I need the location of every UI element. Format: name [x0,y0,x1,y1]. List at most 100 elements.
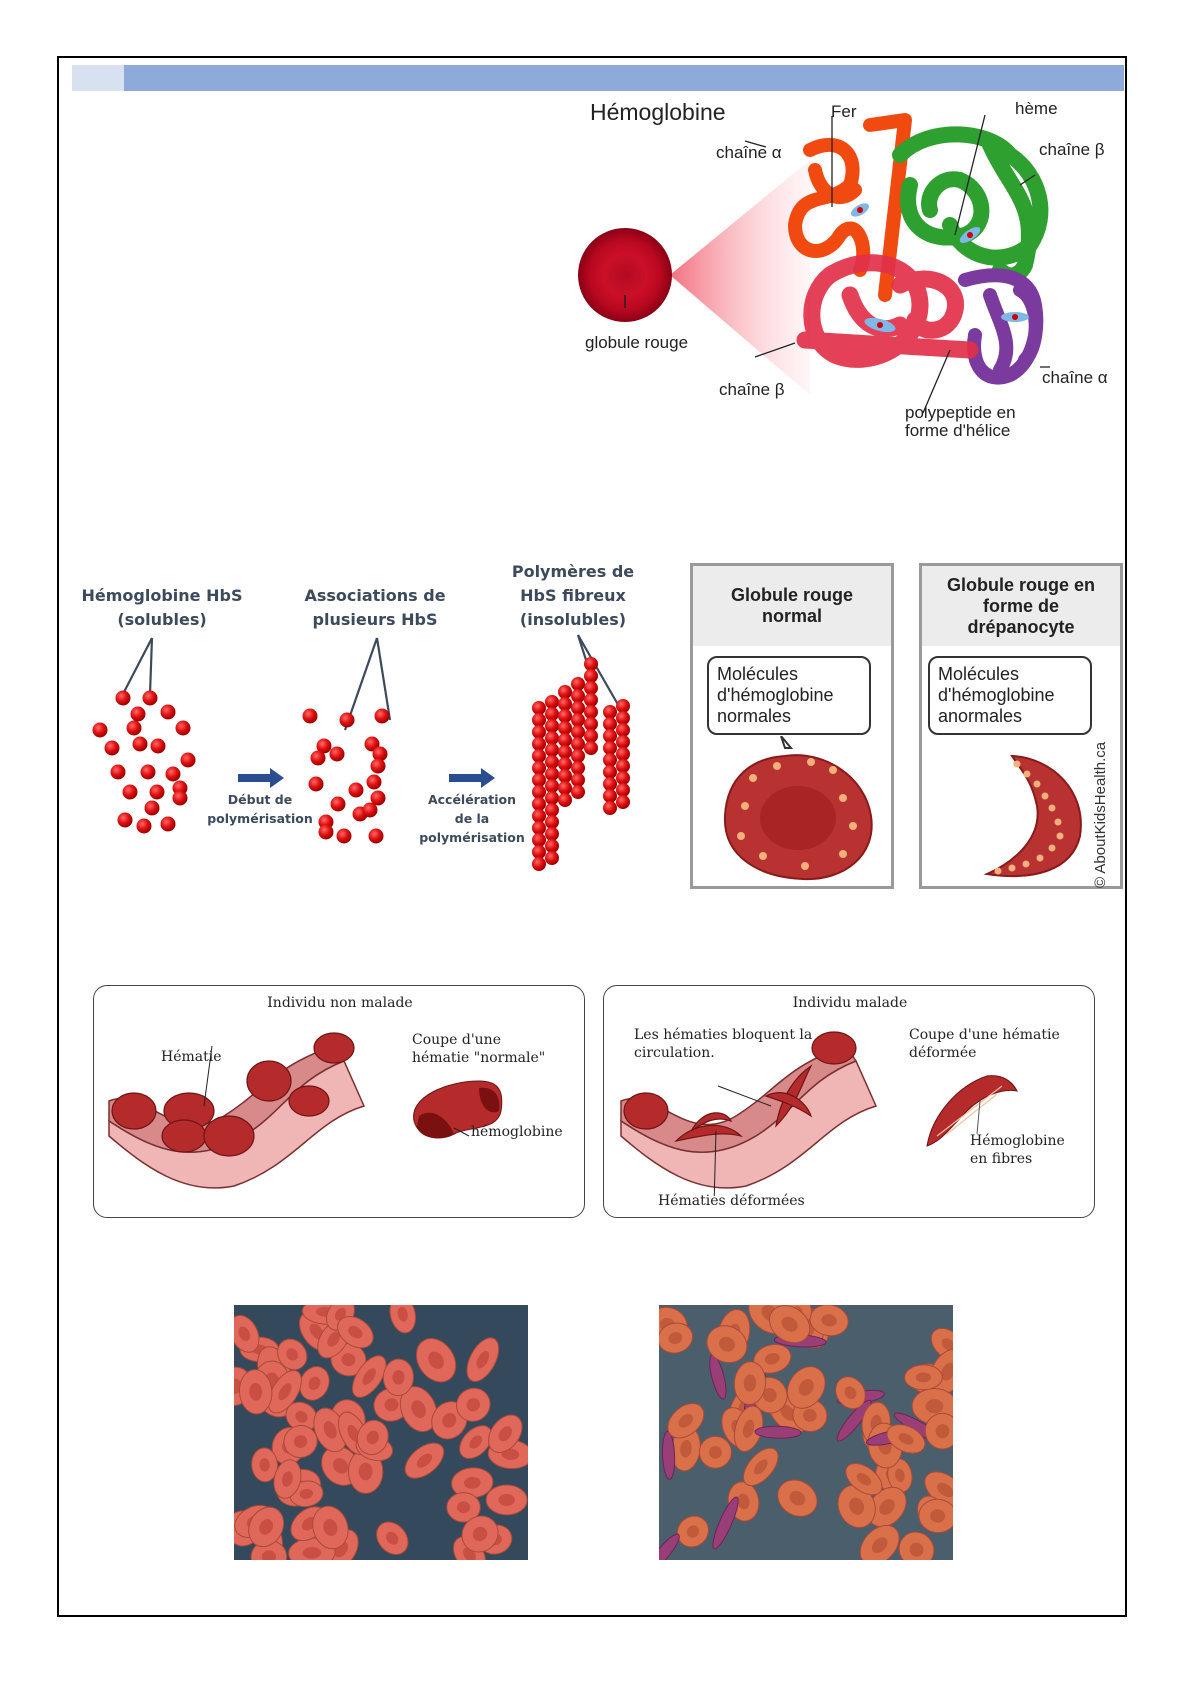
arrow1-caption-line1: Début de [227,792,293,807]
stage2-title-line2: plusieurs HbS [312,610,438,629]
coupe-normale-line1: Coupe d'une [412,1032,501,1048]
sickle-cell-bubble: Molécules d'hémoglobine anormales [928,656,1092,735]
hbs-fibre-molecule [558,733,572,747]
label-chain-alpha-top: chaîne α [716,143,782,162]
normal-cell-title-line2: normal [761,606,822,626]
sickle-bubble-line2: d'hémoglobine [938,685,1055,705]
arrow2-caption-line1: Accélération [427,792,517,807]
hbs-molecule [92,722,108,738]
hbs-fibre-molecule [603,801,617,815]
hbs-fibre-molecule [545,779,559,793]
hbs-fibre-molecule [616,783,630,797]
hbs-fibre-molecule [571,737,585,751]
arrow2-caption: Accélération de la polymérisation [412,790,532,847]
hbs-fibre-molecule [545,707,559,721]
label-coupe-deformee: Coupe d'une hématie déformée [909,1026,1060,1062]
sickle-cell-title-line1: Globule rouge en [946,574,1095,595]
copyright-notice: © AboutKidsHealth.ca [1092,741,1109,888]
hbs-fibre-molecule [616,759,630,773]
hbs-fibre-molecule [545,719,559,733]
chain-alpha-bottom-shape [958,268,1044,385]
page-border [57,56,1127,1617]
hbs-molecule [122,784,138,800]
hbs-molecule [302,708,318,724]
hbs-fibre-molecule [571,689,585,703]
hbs-molecule [368,828,384,844]
hbs-fibre-molecule [571,761,585,775]
hbs-molecule [308,776,324,792]
stage2-title-line1: Associations de [304,586,446,605]
block-line1: Les hématies bloquent la [634,1027,813,1043]
hbs-fibre-molecule [616,723,630,737]
hbs-fibre-molecule [584,705,598,719]
label-chain-beta-bottom: chaîne β [719,380,785,399]
label-hemoglobine-fibres: Hémoglobine en fibres [970,1132,1065,1168]
hbs-molecule [132,736,148,752]
hbs-fibre-molecule [545,839,559,853]
hbs-molecule [329,746,345,762]
sickle-cell [836,1399,872,1442]
hbs-molecule [150,738,166,754]
hbs-fibre-molecule [558,757,572,771]
hbs-fibre-molecule [603,777,617,791]
hbs-fibre-molecule [616,747,630,761]
chain-beta-top-shape [892,126,1049,284]
label-hematie: Hématie [161,1049,222,1065]
fibres-line1: Hémoglobine [970,1133,1065,1149]
hbs-fibre-molecule [545,743,559,757]
normal-hematie-section [413,1080,503,1139]
hbs-fibre-molecule [532,725,546,739]
stage1-title-line1: Hémoglobine HbS [81,586,243,605]
hbs-fibre-molecule [532,785,546,799]
hbs-fibre-molecule [603,765,617,779]
hbs-fibre-molecule [584,681,598,695]
stage3-title-line1: Polymères de [511,562,635,581]
hbs-fibre-molecule [616,699,630,713]
hbs-fibre-molecule [545,803,559,817]
hbs-fibre-molecule [532,809,546,823]
arrow-2 [449,768,495,788]
hbs-molecule [175,720,191,736]
block-line2: circulation. [634,1045,715,1061]
normal-bubble-line2: d'hémoglobine [717,685,834,705]
sickle-cell-panel: Globule rouge en forme de drépanocyte Mo… [919,563,1123,889]
hbs-molecule [374,708,390,724]
arrow1-caption-line2: polymérisation [207,811,313,826]
hbs-fibre-molecule [558,745,572,759]
hbs-fibre-molecule [532,797,546,811]
hbs-molecule [140,764,156,780]
photo-normal-cells-svg [234,1305,528,1560]
hbs-molecule [372,746,388,762]
label-hematies-deformees: Hématies déformées [658,1193,805,1209]
hbs-fibre-molecule [558,793,572,807]
sickle-cell [754,1425,802,1439]
hbs-fibre-molecule [571,773,585,787]
hbs-molecule [364,736,380,752]
label-hemoglobine: hémoglobine [471,1124,563,1140]
hbs-molecule [144,800,160,816]
hbs-fibre-molecule [558,697,572,711]
hbs-fibre-molecule [545,767,559,781]
normal-cell-bubble: Molécules d'hémoglobine normales [707,656,871,735]
hbs-fibre-molecule [571,701,585,715]
hbs-molecule [370,790,386,806]
arrow2-caption-line2: de la [454,811,490,826]
arrow-1 [238,768,284,788]
hbs-fibre-molecule [532,749,546,763]
stage3-title-line3: (insolubles) [519,610,627,629]
polymerisation-illustration [92,634,630,871]
hbs-molecule [149,784,165,800]
hbs-fibre-molecule [532,821,546,835]
hbs-fibre-molecule [603,717,617,731]
hbs-molecule [330,796,346,812]
hbs-fibre-molecule [584,657,598,671]
stage1-title-line2: (solubles) [117,610,207,629]
arrow2-caption-line3: polymérisation [419,830,525,845]
label-heme: hème [1015,99,1058,118]
sickle-cell-title-line3: drépanocyte [967,616,1075,637]
hbs-molecule [160,704,176,720]
hbs-fibre-molecule [532,701,546,715]
coupe-deformee-line2: déformée [909,1045,977,1061]
hbs-molecule [142,690,158,706]
